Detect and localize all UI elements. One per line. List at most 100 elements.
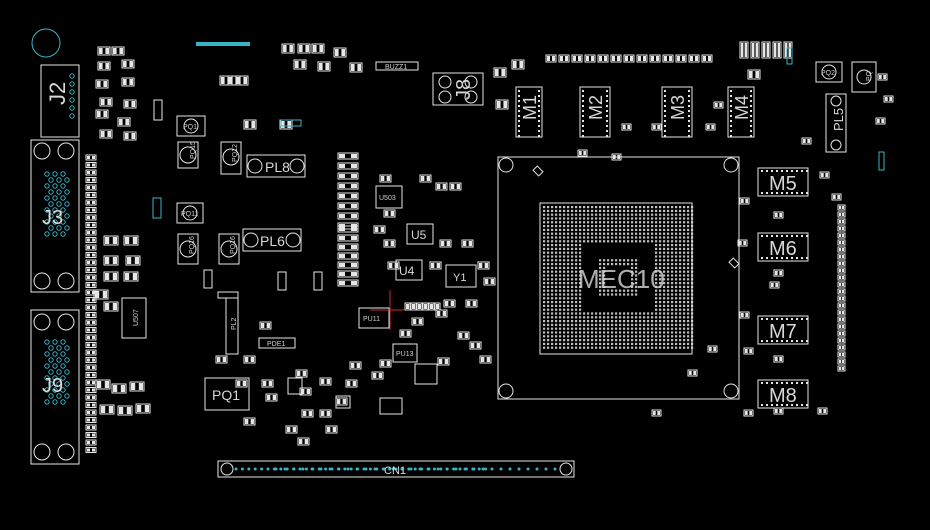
passive-pad	[321, 411, 325, 416]
bga-ball	[619, 331, 622, 334]
center-passive-group	[203, 119, 496, 446]
passive-pad	[437, 304, 439, 309]
bga-ball	[635, 236, 638, 239]
bga-ball	[579, 259, 582, 262]
passive-pad	[464, 333, 468, 338]
passive-pad	[87, 178, 90, 182]
memory-m2	[579, 86, 611, 138]
passive-pad	[123, 79, 127, 85]
bga-ball	[655, 244, 658, 247]
passive-pad	[841, 276, 844, 279]
bga-ball	[603, 285, 606, 288]
memory-m2-ball	[606, 115, 608, 117]
bga-ball	[639, 331, 642, 334]
bga-ball	[655, 293, 658, 296]
passive-pad	[92, 343, 95, 347]
bga-ball	[655, 316, 658, 319]
passive-pad	[617, 155, 620, 159]
bga-ball	[663, 312, 666, 315]
passive	[85, 334, 97, 341]
bga-ball	[551, 282, 554, 285]
passive-pad	[351, 204, 357, 208]
edge-pin	[234, 467, 238, 471]
passive	[85, 274, 97, 281]
memory-m7-ball	[776, 318, 778, 320]
bga-ball	[659, 293, 662, 296]
bga-ball	[683, 209, 686, 212]
bga-ball	[587, 346, 590, 349]
bga-ball	[567, 278, 570, 281]
passive	[99, 97, 113, 107]
passive-pad	[339, 236, 345, 240]
passive	[877, 73, 888, 81]
passive	[817, 407, 828, 415]
j9-pin	[64, 345, 70, 351]
j2-pin	[69, 105, 75, 111]
bga-ball	[675, 316, 678, 319]
j8-label: J8	[453, 79, 475, 100]
memory-m3-ball	[664, 135, 666, 137]
memory-m1	[515, 86, 543, 138]
bga-ball	[615, 206, 618, 209]
bga-ball	[543, 213, 546, 216]
passive-pad	[390, 211, 394, 216]
passive	[85, 162, 97, 168]
passive	[532, 165, 544, 177]
bga-ball	[635, 331, 638, 334]
bga-ball	[607, 293, 610, 296]
bga-ball	[651, 342, 654, 345]
bga-ball	[671, 270, 674, 273]
bga-ball	[547, 285, 550, 288]
passive-pad	[289, 45, 293, 52]
passive-pad	[87, 223, 90, 227]
bga-ball	[659, 217, 662, 220]
bga-ball	[571, 320, 574, 323]
bga-ball	[615, 323, 618, 326]
bga-ball	[615, 209, 618, 212]
bga-ball	[607, 331, 610, 334]
bga-ball	[683, 206, 686, 209]
passive-pad	[413, 304, 415, 309]
edge-pin	[364, 467, 368, 471]
memory-m7-ball	[761, 340, 763, 342]
bga-ball	[615, 221, 618, 224]
bga-ball	[555, 331, 558, 334]
bga-ball	[543, 209, 546, 212]
bga-ball	[647, 206, 650, 209]
edge-pin	[484, 467, 488, 471]
bga-ball	[635, 213, 638, 216]
j9-pin	[48, 345, 54, 351]
bga-ball	[675, 217, 678, 220]
passive-pad	[407, 304, 409, 309]
edge-pin	[413, 467, 417, 471]
bga-ball	[671, 301, 674, 304]
passive-pad	[87, 358, 90, 362]
bga-ball	[627, 209, 630, 212]
bga-ball	[631, 320, 634, 323]
passive	[875, 117, 886, 125]
memory-m7-ball	[796, 318, 798, 320]
pu11-label: PU11	[363, 316, 380, 323]
bga-ball	[571, 339, 574, 342]
bga-ball	[671, 232, 674, 235]
passive-pad	[301, 389, 305, 394]
passive-pad	[749, 349, 752, 353]
passive	[437, 357, 450, 366]
bga-ball	[659, 228, 662, 231]
bga-ball	[551, 213, 554, 216]
passive-pad	[92, 208, 95, 212]
bga-ball	[587, 209, 590, 212]
bga-ball	[559, 213, 562, 216]
bga-ball	[571, 255, 574, 258]
bga-ball	[595, 316, 598, 319]
bga-ball	[651, 228, 654, 231]
bga-ball	[639, 342, 642, 345]
bga-ball	[575, 263, 578, 266]
passive-pad	[380, 227, 384, 232]
bga-ball	[547, 297, 550, 300]
bga-ball	[667, 228, 670, 231]
bga-ball	[547, 228, 550, 231]
passive	[739, 41, 749, 59]
passive-pad	[839, 332, 842, 335]
edge-pin	[499, 467, 503, 471]
